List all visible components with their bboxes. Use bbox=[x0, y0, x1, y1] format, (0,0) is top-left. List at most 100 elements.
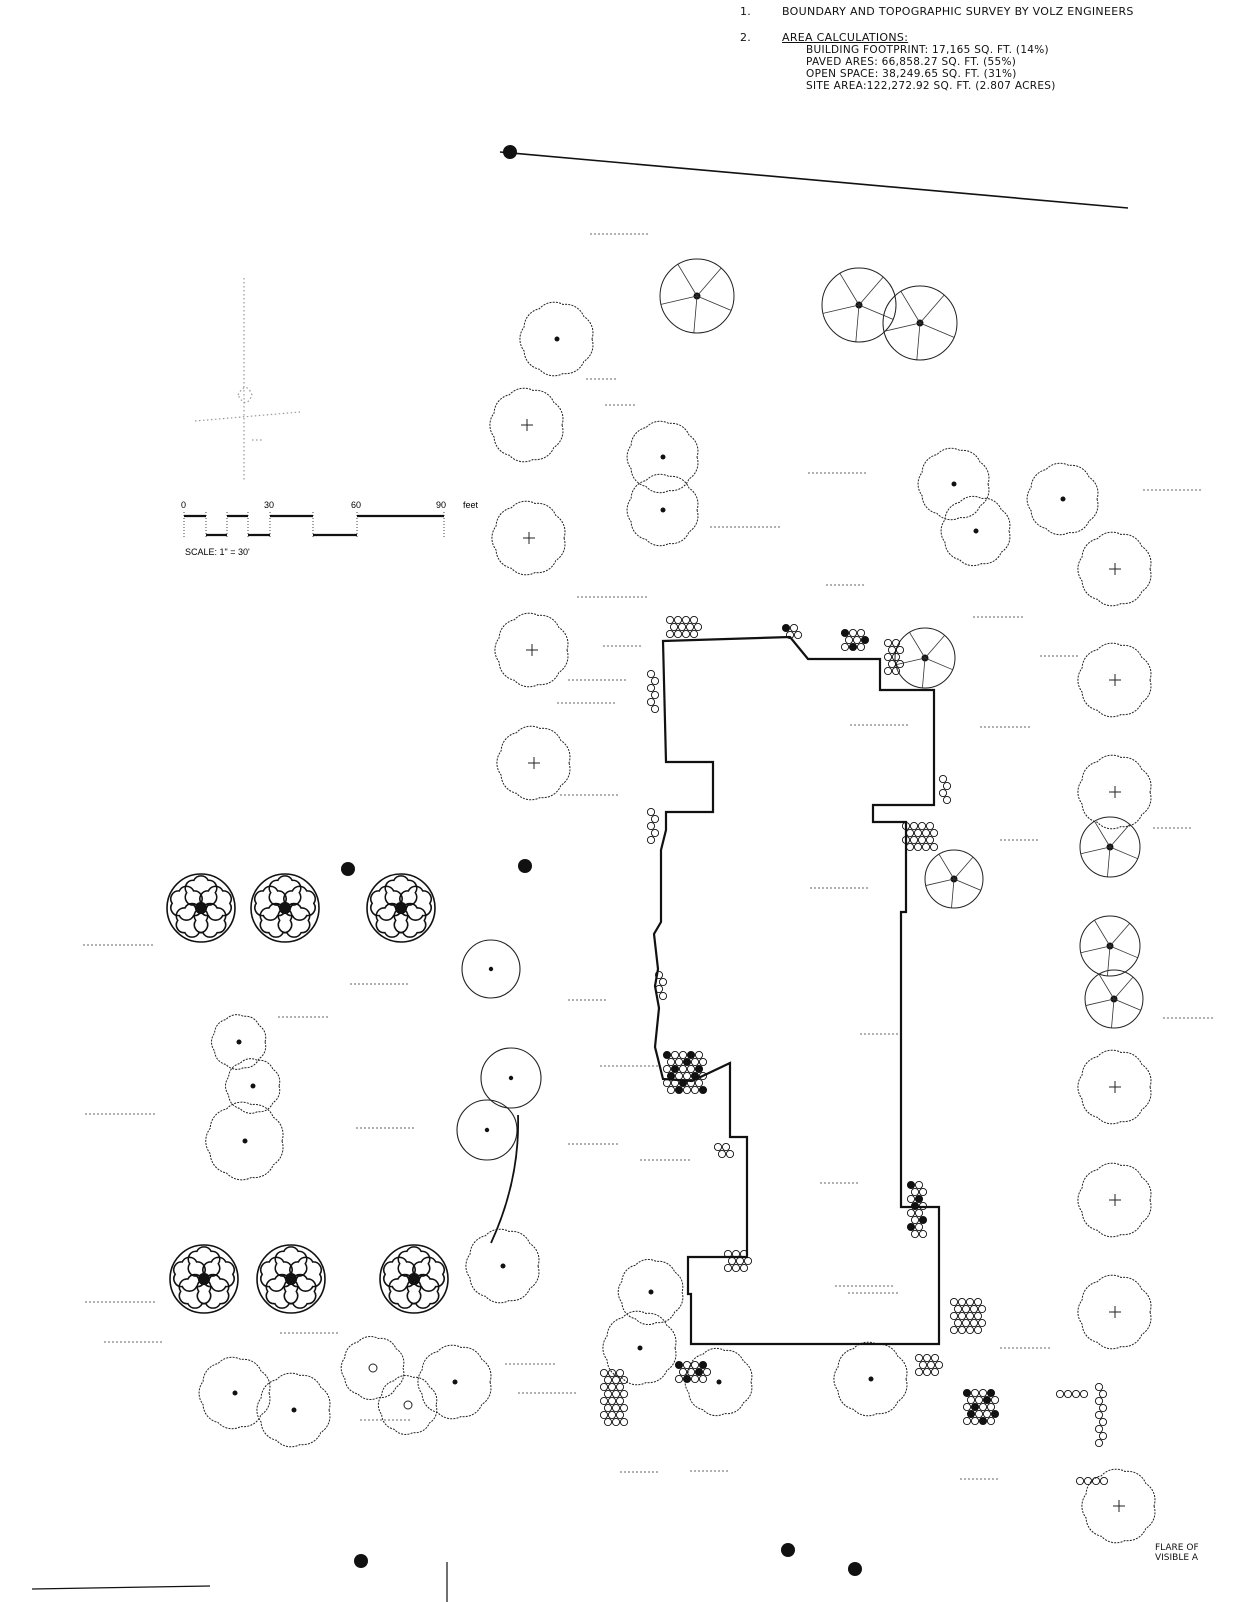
scalloped-tree-icon bbox=[256, 1372, 331, 1448]
shrub-cluster-icon bbox=[781, 623, 803, 640]
scalloped-tree-icon bbox=[626, 420, 699, 494]
scale-tick-60: 60 bbox=[351, 500, 361, 510]
star-tree-icon bbox=[379, 1244, 449, 1314]
scalloped-tree-icon bbox=[1026, 462, 1099, 536]
scalloped-tree-icon bbox=[519, 301, 594, 377]
circle-tree-icon bbox=[480, 1047, 542, 1109]
shrub-cluster-icon bbox=[906, 1180, 928, 1239]
scale-unit: feet bbox=[463, 500, 479, 510]
shrub-cluster-icon bbox=[840, 628, 870, 652]
scalloped-tree-icon bbox=[1077, 1049, 1152, 1125]
survey-dot-icon bbox=[341, 862, 355, 876]
scalloped-tree-icon bbox=[1077, 642, 1152, 718]
scalloped-tree-icon bbox=[1081, 1468, 1156, 1544]
scalloped-tree-icon bbox=[494, 612, 569, 688]
star-tree-icon bbox=[166, 873, 236, 943]
shrub-cluster-icon bbox=[1094, 1382, 1108, 1448]
shrub-cluster-icon bbox=[1055, 1389, 1089, 1399]
property-line bbox=[499, 151, 1129, 209]
edge-note-line-2: VISIBLE A bbox=[1155, 1553, 1199, 1563]
survey-dot-icon bbox=[503, 145, 517, 159]
shrub-cluster-icon bbox=[599, 1368, 629, 1427]
survey-dot-icon bbox=[354, 1554, 368, 1568]
walk-path bbox=[490, 1114, 520, 1244]
building-footprint bbox=[652, 635, 941, 1346]
circle-tree-icon bbox=[461, 939, 521, 999]
scalloped-tree-icon bbox=[465, 1228, 540, 1304]
deciduous-tree-icon bbox=[1084, 969, 1144, 1029]
plant-symbols-layer bbox=[83, 233, 1213, 1576]
shrub-cluster-icon bbox=[662, 1050, 708, 1095]
area-calculations: AREA CALCULATIONS: BUILDING FOOTPRINT: 1… bbox=[782, 31, 1235, 93]
scale-caption: SCALE: 1" = 30' bbox=[185, 547, 250, 557]
shrub-cluster-icon bbox=[938, 774, 952, 805]
note-number: 1. bbox=[740, 5, 752, 18]
shrub-cluster-icon bbox=[901, 821, 939, 852]
star-tree-icon bbox=[256, 1244, 326, 1314]
star-tree-icon bbox=[250, 873, 320, 943]
scale-tick-30: 30 bbox=[264, 500, 274, 510]
shrub-cluster-icon bbox=[949, 1297, 987, 1335]
scale-tick-90: 90 bbox=[436, 500, 446, 510]
survey-dot-icon bbox=[781, 1543, 795, 1557]
deciduous-tree-icon bbox=[659, 258, 735, 334]
note-2: 2. AREA CALCULATIONS: BUILDING FOOTPRINT… bbox=[740, 31, 1235, 93]
circle-tree-icon bbox=[456, 1099, 518, 1161]
deciduous-tree-icon bbox=[894, 627, 956, 689]
scalloped-tree-icon bbox=[1077, 531, 1152, 607]
scalloped-tree-icon bbox=[377, 1375, 438, 1435]
scalloped-tree-icon bbox=[489, 387, 564, 463]
area-calculations-heading: AREA CALCULATIONS: bbox=[782, 31, 909, 44]
shrub-cluster-icon bbox=[883, 638, 905, 676]
deciduous-tree-icon bbox=[882, 285, 958, 361]
scalloped-tree-icon bbox=[205, 1101, 284, 1181]
scalloped-tree-icon bbox=[833, 1341, 908, 1417]
deciduous-tree-icon bbox=[1079, 915, 1141, 977]
edge-note-line-1: FLARE OF bbox=[1155, 1543, 1199, 1553]
shrub-cluster-icon bbox=[646, 807, 660, 845]
shrub-cluster-icon bbox=[713, 1142, 735, 1159]
survey-dot-icon bbox=[518, 859, 532, 873]
scale-bar bbox=[183, 512, 445, 538]
note-number: 2. bbox=[740, 31, 752, 44]
bottom-left-line bbox=[31, 1585, 211, 1590]
scalloped-tree-icon bbox=[491, 500, 566, 576]
scalloped-tree-icon bbox=[917, 447, 990, 521]
note-text: BOUNDARY AND TOPOGRAPHIC SURVEY BY VOLZ … bbox=[782, 5, 1134, 18]
scalloped-tree-icon bbox=[617, 1259, 684, 1325]
deciduous-tree-icon bbox=[821, 267, 897, 343]
star-tree-icon bbox=[366, 873, 436, 943]
scalloped-tree-icon bbox=[1077, 1162, 1152, 1238]
shrub-cluster-icon bbox=[674, 1360, 712, 1384]
scale-tick-0: 0 bbox=[181, 500, 186, 510]
survey-dot-icon bbox=[848, 1562, 862, 1576]
scalloped-tree-icon bbox=[940, 495, 1011, 567]
scalloped-tree-icon bbox=[340, 1336, 405, 1400]
note-1: 1. BOUNDARY AND TOPOGRAPHIC SURVEY BY VO… bbox=[740, 6, 1235, 18]
shrub-cluster-icon bbox=[1075, 1476, 1109, 1486]
north-arrow-icon bbox=[194, 278, 301, 480]
shrub-cluster-icon bbox=[665, 615, 703, 639]
calc-open-space: OPEN SPACE: 38,249.65 SQ. FT. (31%) bbox=[806, 68, 1017, 80]
scalloped-tree-icon bbox=[496, 725, 571, 801]
general-notes: 1. BOUNDARY AND TOPOGRAPHIC SURVEY BY VO… bbox=[740, 6, 1235, 106]
shrub-cluster-icon bbox=[962, 1388, 1000, 1426]
scalloped-tree-icon bbox=[684, 1347, 753, 1417]
scalloped-tree-icon bbox=[602, 1310, 677, 1386]
scalloped-tree-icon bbox=[626, 473, 699, 547]
scalloped-tree-icon bbox=[1077, 1274, 1152, 1350]
star-tree-icon bbox=[169, 1244, 239, 1314]
calc-building-footprint: BUILDING FOOTPRINT: 17,165 SQ. FT. (14%) bbox=[806, 44, 1049, 56]
calc-site-area: SITE AREA:122,272.92 SQ. FT. (2.807 ACRE… bbox=[806, 80, 1056, 92]
scalloped-tree-icon bbox=[225, 1058, 281, 1114]
deciduous-tree-icon bbox=[1079, 816, 1141, 878]
scalloped-tree-icon bbox=[211, 1014, 267, 1070]
shrub-cluster-icon bbox=[914, 1353, 944, 1377]
shrub-cluster-icon bbox=[646, 669, 660, 714]
deciduous-tree-icon bbox=[924, 849, 984, 909]
scalloped-tree-icon bbox=[417, 1344, 492, 1420]
scalloped-tree-icon bbox=[198, 1356, 271, 1430]
calc-paved-area: PAVED ARES: 66,858.27 SQ. FT. (55%) bbox=[806, 56, 1017, 68]
